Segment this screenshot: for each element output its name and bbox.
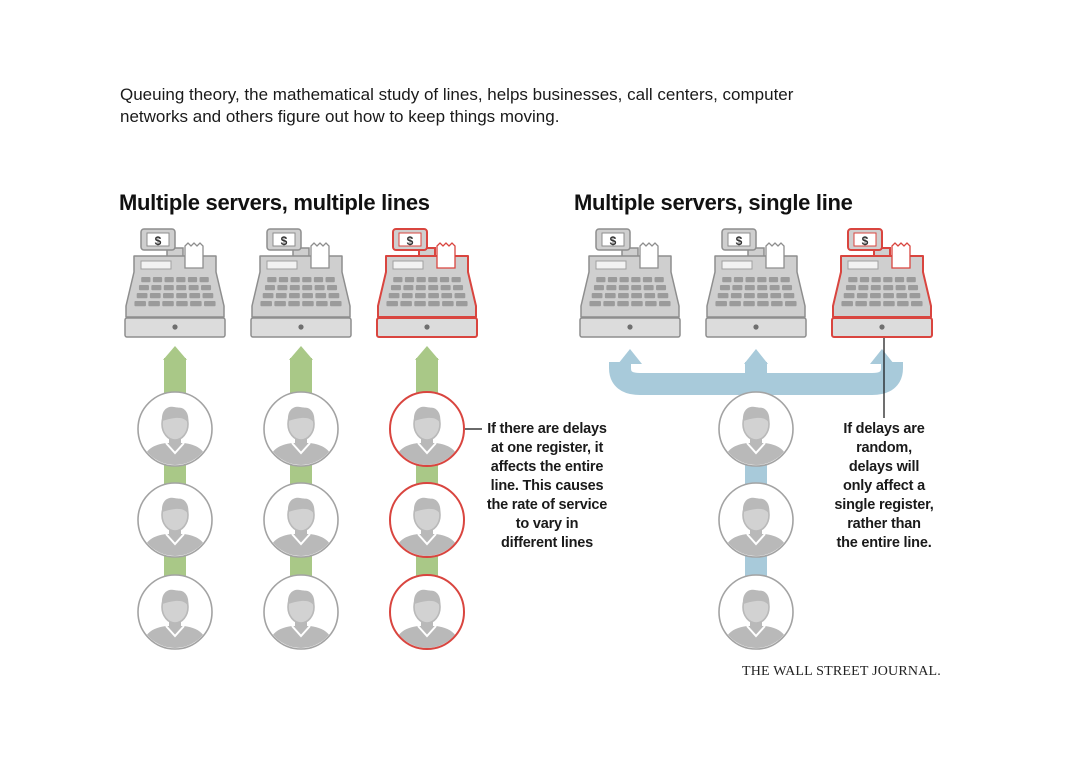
- person-icon: [263, 574, 339, 650]
- person-icon: [263, 391, 339, 467]
- right-note-line: only affect a: [842, 478, 925, 494]
- cash-register-icon: $: [250, 228, 352, 338]
- arrow-up-icon: [618, 349, 642, 364]
- left-panel-heading: Multiple servers, multiple lines: [119, 190, 430, 215]
- person-icon: [263, 482, 339, 558]
- receipt-icon: [184, 242, 204, 269]
- registers: $ $ $ $ $ $: [124, 228, 933, 338]
- left-note-line: If there are delays: [487, 421, 607, 437]
- dollar-sign: $: [281, 234, 288, 248]
- right-note: If delays are random, delays will only a…: [818, 420, 950, 553]
- arrow-up-icon: [163, 346, 187, 600]
- right-note-line: random,: [856, 440, 912, 456]
- dollar-sign: $: [862, 234, 869, 248]
- person-icon: [718, 482, 794, 558]
- right-note-line: single register,: [834, 497, 934, 513]
- person-icon: [718, 574, 794, 650]
- cash-register-icon: $: [705, 228, 807, 338]
- left-note-line: the rate of service: [486, 497, 608, 513]
- note-pointers: [465, 338, 885, 430]
- right-panel-heading: Multiple servers, single line: [574, 190, 853, 215]
- arrow-up-icon: [744, 349, 768, 364]
- arrow-up-icon: [289, 346, 313, 600]
- right-note-line: delays will: [848, 459, 920, 475]
- arrow-up-icon: [870, 349, 894, 364]
- left-note-line: to vary in: [515, 516, 579, 532]
- person-icon: [137, 391, 213, 467]
- cash-register-icon: $: [579, 228, 681, 338]
- right-note-line: rather than: [847, 516, 921, 532]
- person-icon: [389, 574, 465, 650]
- receipt-icon: [310, 242, 330, 269]
- left-note-line: at one register, it: [490, 440, 604, 456]
- dollar-sign: $: [407, 234, 414, 248]
- right-note-line: the entire line.: [836, 535, 932, 551]
- cash-register-icon: $: [831, 228, 933, 338]
- cash-register-icon: $: [376, 228, 478, 338]
- receipt-icon: [891, 242, 911, 269]
- person-icon: [718, 391, 794, 467]
- person-icon: [389, 391, 465, 467]
- person-icon: [389, 482, 465, 558]
- customers: [137, 391, 794, 650]
- left-note-line: affects the entire: [490, 459, 604, 475]
- dollar-sign: $: [736, 234, 743, 248]
- person-icon: [137, 482, 213, 558]
- cash-register-icon: $: [124, 228, 226, 338]
- person-icon: [137, 574, 213, 650]
- left-note: If there are delays at one register, it …: [480, 420, 614, 553]
- receipt-icon: [436, 242, 456, 269]
- dollar-sign: $: [155, 234, 162, 248]
- right-note-line: If delays are: [843, 421, 925, 437]
- left-note-line: different lines: [500, 535, 594, 551]
- intro-text: Queuing theory, the mathematical study o…: [120, 85, 794, 126]
- left-note-line: line. This causes: [490, 478, 604, 494]
- wsj-credit: THE WALL STREET JOURNAL.: [742, 664, 941, 679]
- arrow-up-icon: [415, 346, 439, 600]
- receipt-icon: [639, 242, 659, 269]
- dollar-sign: $: [610, 234, 617, 248]
- receipt-icon: [765, 242, 785, 269]
